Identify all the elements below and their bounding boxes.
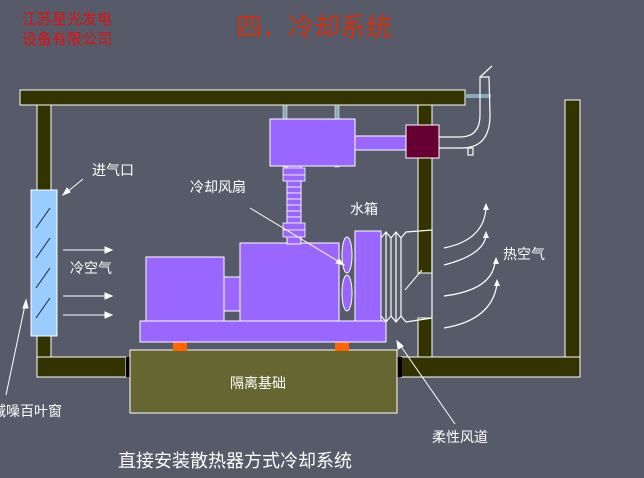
- left-wall-upper: [36, 104, 52, 192]
- louver-slats: [35, 207, 51, 319]
- label-isolation-foundation: 隔离基础: [230, 375, 286, 392]
- noise-louver: [30, 189, 58, 337]
- wall-penetration-joint: [405, 124, 440, 159]
- exhaust-pipe: [354, 135, 407, 151]
- vibration-pad-right: [335, 341, 349, 351]
- isolation-foundation: [129, 349, 398, 414]
- company-name-line1: 江苏星光发电: [22, 10, 112, 28]
- silencer: [269, 118, 356, 167]
- fan-blade-upper: [341, 236, 353, 274]
- vibration-pad-left: [173, 341, 187, 351]
- company-name-line2: 设备有限公司: [22, 30, 112, 48]
- diagram-caption: 直接安装散热器方式冷却系统: [118, 451, 352, 472]
- base-frame: [139, 320, 387, 343]
- label-air-inlet: 进气口: [92, 163, 134, 179]
- coupling: [223, 276, 241, 312]
- bellows-rings: [282, 167, 306, 238]
- floor-left: [36, 356, 127, 378]
- cold-air-arrows: [63, 246, 114, 319]
- left-wall-lower: [36, 335, 52, 359]
- hot-air-arrows: [443, 207, 498, 329]
- leader-lines: [5, 178, 456, 425]
- pipe-bracket: [465, 94, 491, 98]
- exhaust-outlet-pipe: [439, 65, 493, 156]
- slide-title: 四．冷却系统: [236, 13, 392, 43]
- engine: [239, 242, 340, 322]
- floor-joint-right: [397, 357, 402, 377]
- label-flexible-duct: 柔性风道: [432, 430, 488, 446]
- label-cold-air: 冷空气: [70, 261, 112, 277]
- fan-blade-lower: [341, 274, 353, 312]
- label-hot-air: 热空气: [503, 247, 545, 263]
- right-wall: [564, 99, 581, 358]
- alternator: [145, 256, 225, 322]
- roof-beam: [19, 89, 466, 106]
- label-water-tank: 水箱: [350, 202, 378, 218]
- flexible-duct: [380, 229, 433, 323]
- label-noise-louver: 减噪百叶窗: [0, 403, 62, 420]
- hot-air-arrowheads: [483, 203, 500, 286]
- inner-wall-lower: [417, 317, 433, 358]
- radiator-water-tank: [354, 230, 382, 322]
- label-cooling-fan: 冷却风扇: [190, 180, 246, 196]
- floor-joint-left: [126, 357, 131, 377]
- floor-right: [400, 356, 581, 378]
